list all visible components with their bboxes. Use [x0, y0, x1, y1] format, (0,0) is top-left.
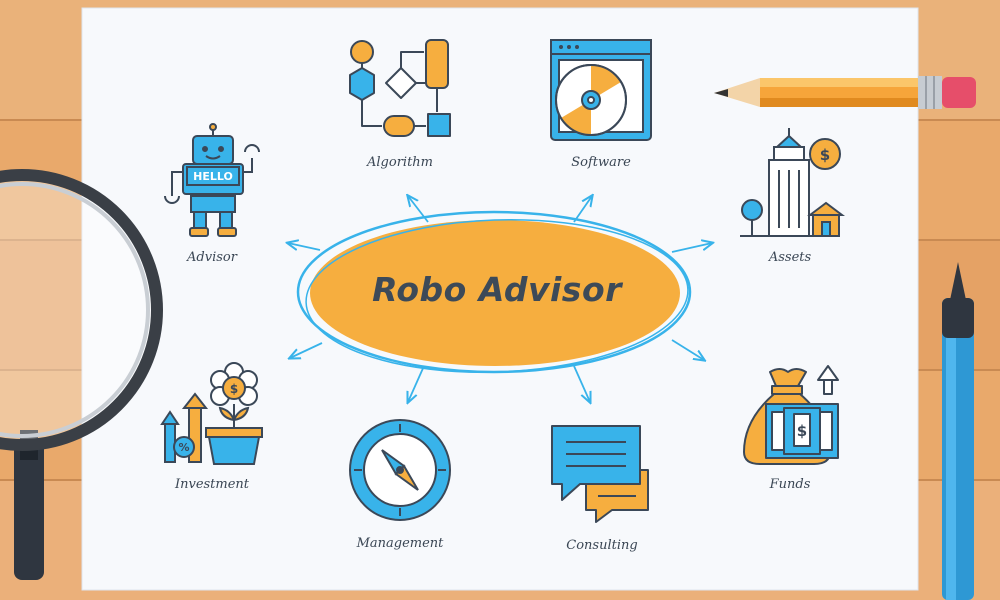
magnifier-icon [0, 169, 163, 580]
robot-hello-sign: HELLO [193, 170, 233, 183]
investment-percent-symbol: % [178, 441, 189, 454]
arrow-software [573, 196, 592, 223]
node-label-consulting: Consulting [566, 538, 638, 553]
funds-currency-symbol: $ [797, 422, 807, 440]
chat-bubbles-icon [551, 425, 649, 523]
pen-icon [942, 262, 974, 600]
node-label-investment: Investment [174, 477, 250, 492]
node-label-management: Management [356, 536, 444, 551]
node-label-assets: Assets [768, 250, 812, 265]
node-label-advisor: Advisor [187, 250, 237, 265]
money-bag-icon [743, 365, 839, 465]
city-building-icon [740, 128, 845, 237]
flowchart-icon [349, 39, 451, 137]
arrow-advisor [288, 243, 321, 250]
assets-currency-symbol: $ [820, 146, 830, 164]
software-window-icon [550, 39, 652, 141]
arrow-funds [671, 339, 704, 360]
robot-icon [164, 123, 260, 237]
arrow-management [408, 365, 425, 402]
node-label-software: Software [571, 155, 631, 170]
diagram-title: Robo Advisor [372, 270, 622, 309]
investment-currency-symbol: $ [230, 382, 238, 396]
central-ellipse [296, 210, 692, 374]
node-label-algorithm: Algorithm [367, 155, 433, 170]
arrow-investment [290, 342, 323, 358]
arrow-assets [671, 243, 712, 253]
arrow-consulting [573, 365, 590, 402]
arrow-algorithm [408, 196, 429, 223]
arrows [288, 196, 712, 402]
investment-plant-icon [160, 362, 263, 465]
compass-icon [349, 419, 451, 521]
pencil-icon [714, 76, 976, 109]
node-label-funds: Funds [769, 477, 811, 492]
